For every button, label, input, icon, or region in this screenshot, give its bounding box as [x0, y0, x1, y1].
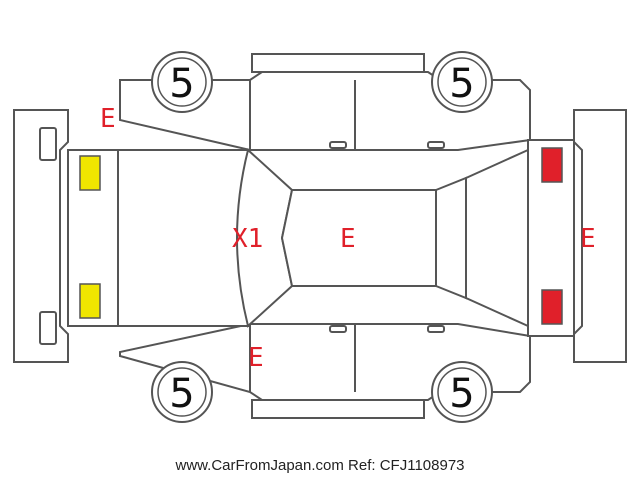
tire-front-right: 5: [151, 361, 213, 423]
headlamp-right: [79, 283, 101, 319]
tire-front-left-number: 5: [169, 61, 194, 107]
headlamp-left: [79, 155, 101, 191]
tire-rear-right-number: 5: [449, 371, 474, 417]
right-side-panel: [119, 323, 531, 419]
mark-windshield: X1: [232, 224, 263, 254]
front-bumper: [13, 109, 69, 363]
rear-window: [435, 176, 467, 300]
tire-rear-right: 5: [431, 361, 493, 423]
tire-front-right-number: 5: [169, 371, 194, 417]
roof-panel: [280, 189, 437, 287]
tire-rear-left: 5: [431, 51, 493, 113]
taillamp-left: [541, 147, 563, 183]
mark-left-door: E: [248, 343, 264, 373]
reference-caption: www.CarFromJapan.com Ref: CFJ1108973: [175, 457, 465, 474]
mark-roof: E: [340, 224, 356, 254]
left-side-panel: [119, 53, 531, 151]
mark-front-fender-left: E: [100, 104, 116, 134]
mark-rear-bumper: E: [580, 224, 596, 254]
taillamp-right: [541, 289, 563, 325]
tire-front-left: 5: [151, 51, 213, 113]
trunk-lid: [465, 139, 575, 337]
tire-rear-left-number: 5: [449, 61, 474, 107]
windshield-outline: [236, 148, 294, 328]
